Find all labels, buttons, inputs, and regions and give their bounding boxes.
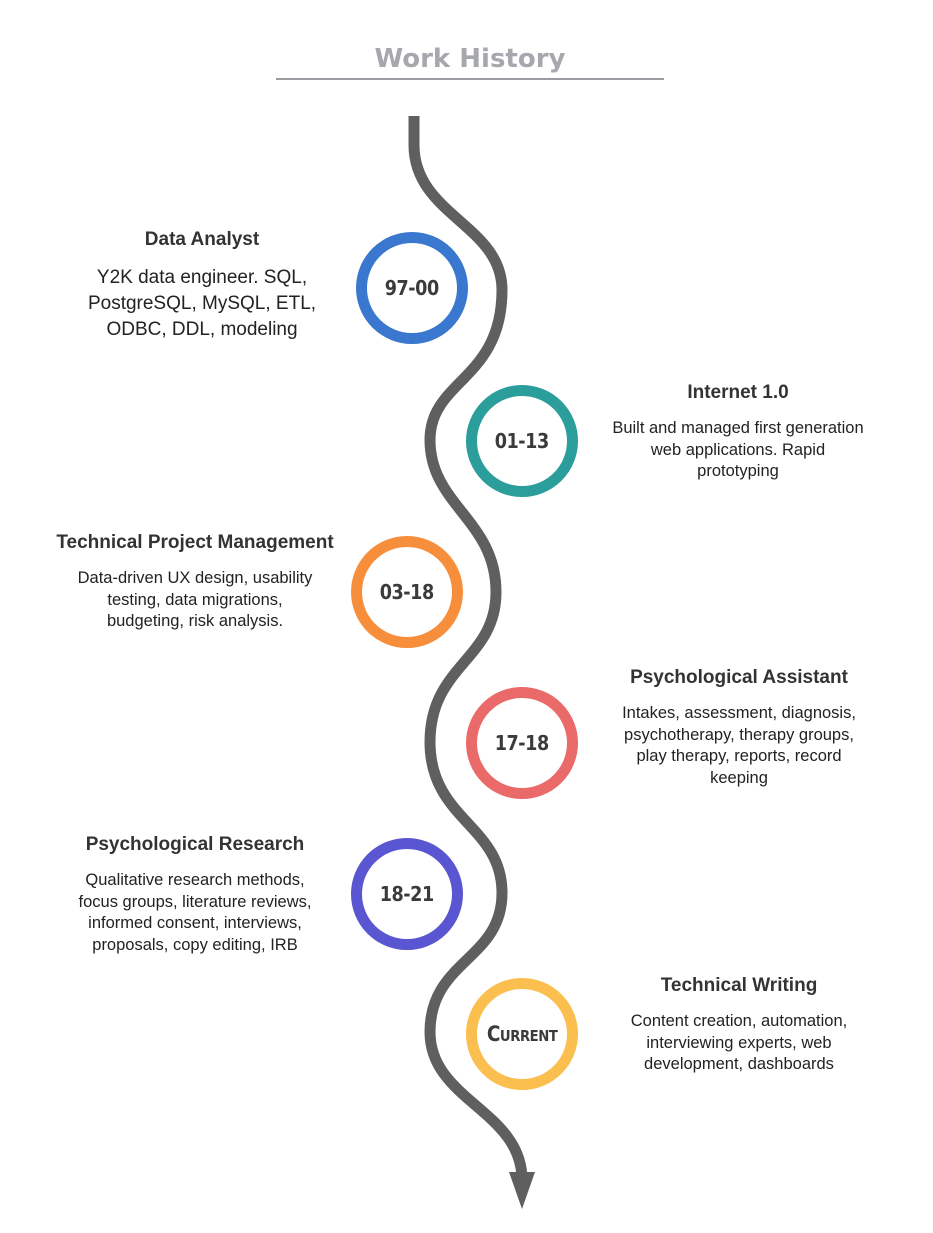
desc-line: prototyping	[697, 462, 779, 480]
desc-line: interviewing experts, web	[646, 1033, 832, 1052]
desc-line: Intakes, assessment, diagnosis,	[622, 704, 856, 722]
year-label: Current	[486, 1022, 558, 1046]
entry-internet: Internet 1.0 Built and managed first gen…	[588, 382, 888, 483]
entry-description: Qualitative research methods, focus grou…	[50, 870, 340, 956]
entry-description: Y2K data engineer. SQL, PostgreSQL, MySQ…	[62, 265, 342, 343]
desc-line: psychotherapy, therapy groups,	[624, 725, 854, 744]
year-badge-17-18: 17-18	[466, 687, 578, 799]
year-label: 17-18	[494, 731, 550, 755]
desc-line: Data-driven UX design, usability	[77, 569, 313, 587]
desc-line: play therapy, reports, record	[636, 747, 842, 765]
desc-line: Qualitative research methods,	[85, 871, 305, 889]
entry-description: Built and managed first generation web a…	[588, 418, 888, 483]
entry-title: Technical Project Management	[56, 532, 334, 553]
year-badge-01-13: 01-13	[466, 385, 578, 497]
desc-line: web applications. Rapid	[650, 440, 826, 459]
title-underline	[276, 78, 664, 80]
desc-line: PostgreSQL, MySQL, ETL,	[87, 293, 317, 314]
entry-description: Intakes, assessment, diagnosis, psychoth…	[594, 703, 884, 789]
year-badge-03-18: 03-18	[351, 536, 463, 648]
year-badge-current: Current	[466, 978, 578, 1090]
entry-title: Internet 1.0	[687, 382, 789, 403]
desc-line: development, dashboards	[644, 1055, 834, 1073]
entry-description: Content creation, automation, interviewi…	[594, 1011, 884, 1076]
desc-line: Y2K data engineer. SQL,	[96, 267, 308, 288]
entry-title: Psychological Assistant	[630, 667, 848, 688]
year-badge-97-00: 97-00	[356, 232, 468, 344]
desc-line: informed consent, interviews,	[88, 914, 302, 932]
desc-line: Built and managed first generation	[612, 419, 864, 437]
desc-line: Content creation, automation,	[630, 1012, 848, 1030]
entry-title: Technical Writing	[660, 975, 818, 996]
entry-description: Data-driven UX design, usability testing…	[40, 568, 350, 633]
desc-line: budgeting, risk analysis.	[106, 612, 284, 630]
desc-line: focus groups, literature reviews,	[78, 892, 312, 911]
entry-title: Data Analyst	[144, 229, 260, 250]
entry-technical-project-management: Technical Project Management Data-driven…	[40, 532, 350, 633]
entry-title: Psychological Research	[85, 834, 305, 855]
year-label: 18-21	[379, 882, 435, 906]
entry-technical-writing: Technical Writing Content creation, auto…	[594, 975, 884, 1076]
year-badge-18-21: 18-21	[351, 838, 463, 950]
entry-psychological-assistant: Psychological Assistant Intakes, assessm…	[594, 667, 884, 789]
entry-data-analyst: Data Analyst Y2K data engineer. SQL, Pos…	[62, 229, 342, 343]
page-title: Work History	[374, 44, 566, 74]
timeline-arrowhead	[509, 1172, 535, 1209]
desc-line: testing, data migrations,	[107, 590, 283, 609]
timeline-wave	[408, 116, 528, 1179]
desc-line: proposals, copy editing, IRB	[92, 935, 298, 954]
year-label: 01-13	[494, 429, 550, 453]
desc-line: ODBC, DDL, modeling	[106, 319, 298, 340]
year-label: 03-18	[379, 580, 435, 604]
desc-line: keeping	[710, 768, 768, 787]
entry-psychological-research: Psychological Research Qualitative resea…	[50, 834, 340, 956]
year-label: 97-00	[384, 276, 440, 300]
